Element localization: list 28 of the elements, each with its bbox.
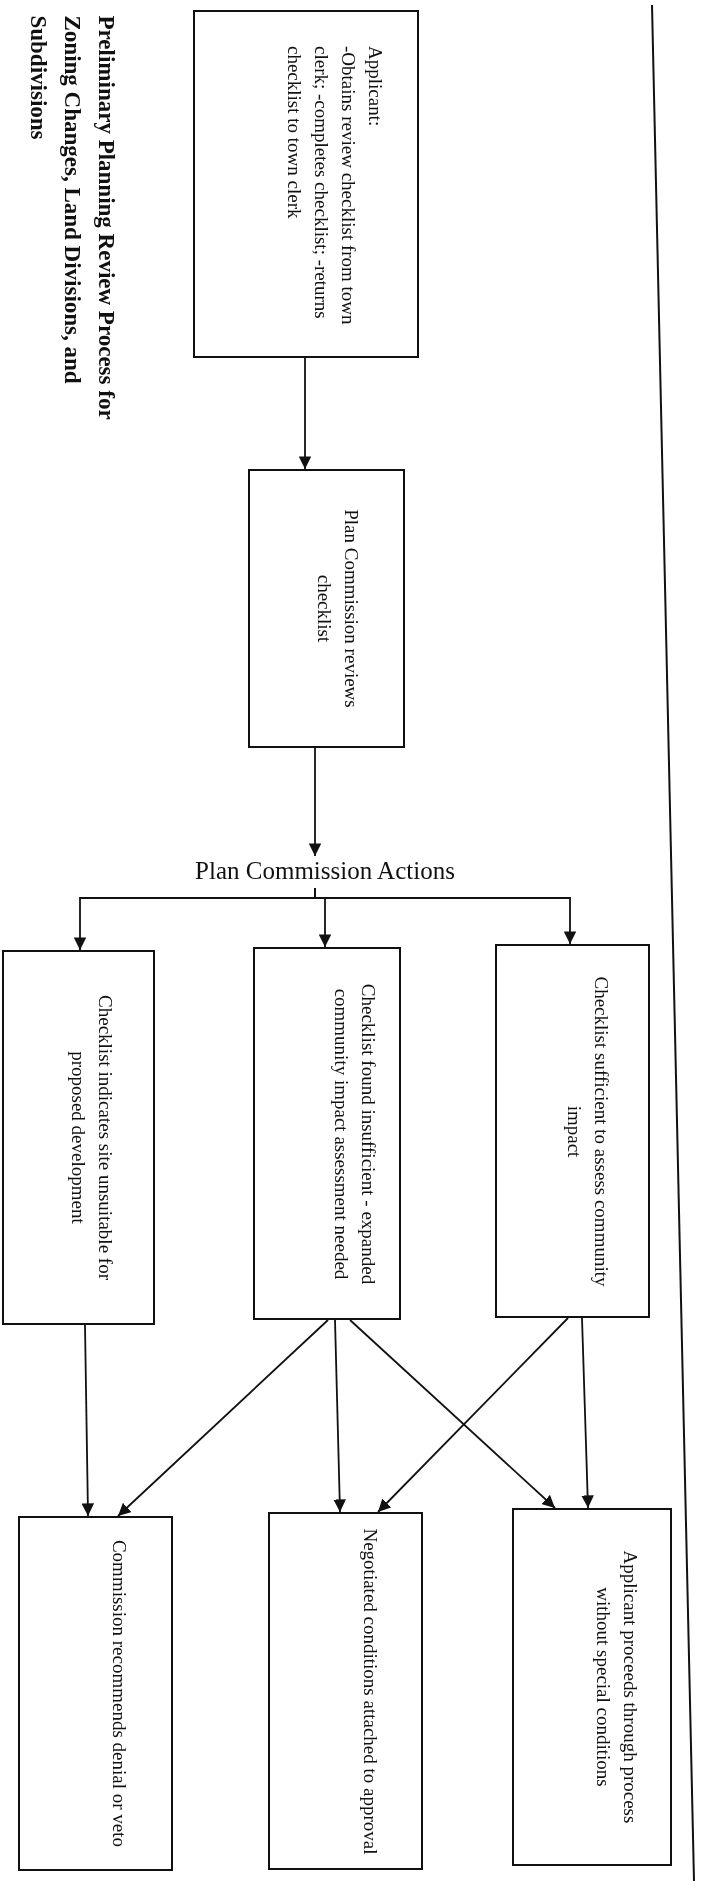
box-text: -Obtains review checklist from town clerk; -completes checklist; -returns checklist to town clerk [283,46,360,327]
process-box [193,10,419,358]
process-box [18,1516,173,1871]
process-box [512,1508,672,1866]
box-text: Applicant proceeds through process without special conditions [592,1549,642,1826]
box-text: Checklist sufficient to assess community impact [562,975,612,1289]
arrow [308,747,322,857]
arrow [349,1319,556,1509]
process-box [253,947,401,1320]
box-text: Commission recommends denial or veto [108,1538,131,1850]
arrow [333,1319,346,1513]
arrow [298,357,312,470]
process-box [268,1512,423,1870]
process-box [248,469,405,748]
arrow [581,1317,594,1509]
heading-text: Plan Commission Actions [195,857,455,884]
box-text: Checklist found insufficient - expanded community impact assessment needed [329,982,379,1286]
process-box [2,950,155,1325]
arrow [117,1319,329,1517]
diagram-title: Preliminary Planning Review Process for Zoning Changes, Land Divisions, and Subdivisions [24,15,119,422]
box-text: Checklist indicates site unsuitable for proposed development [67,994,117,1282]
process-box [495,944,650,1318]
arrow [81,1324,95,1517]
arrow [314,887,577,945]
box-text: Negotiated conditions attached to approval [358,1526,381,1857]
arrow [377,1317,569,1513]
box-heading: Applicant: [364,46,387,129]
box-text: Plan Commission reviews checklist [313,508,363,710]
